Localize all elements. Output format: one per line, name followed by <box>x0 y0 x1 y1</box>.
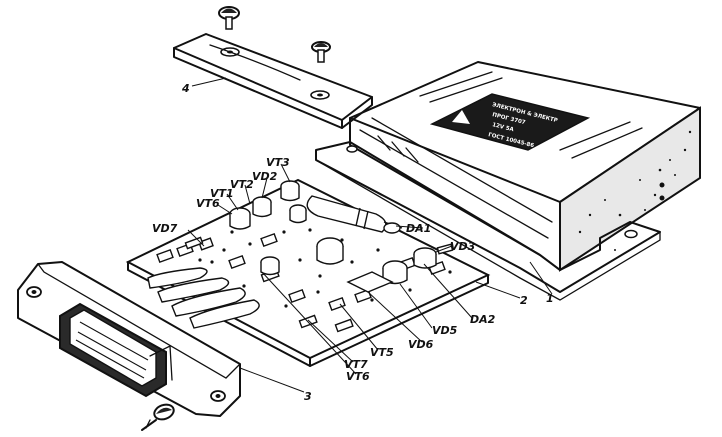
label-vd3: VD3 <box>450 240 476 253</box>
board-components <box>156 180 454 333</box>
label-da1: DA1 <box>406 222 431 235</box>
label-vt6-bottom: VT6 <box>346 370 370 383</box>
label-part-3: 3 <box>304 390 312 403</box>
screw-bottom <box>141 403 175 431</box>
label-vt6-top: VT6 <box>196 197 220 210</box>
board-traces <box>147 267 260 329</box>
solder-points <box>198 228 452 308</box>
screw-top-right <box>311 41 331 63</box>
label-vd7: VD7 <box>152 222 178 235</box>
housing: ЭЛЕКТРОН & ЭЛЕКТР ПРОГ 3707 12V 5A ГОСТ … <box>315 61 701 301</box>
label-part-4: 4 <box>181 82 190 95</box>
cover-plate <box>173 33 373 129</box>
housing-label-line3: 12V 5A <box>492 122 515 133</box>
label-vd2: VD2 <box>252 170 278 183</box>
label-part-2: 2 <box>520 294 528 307</box>
circuit-board <box>125 178 491 367</box>
callout-labels: VT3 VD2 VT2 VT1 VT6 VD7 DA1 VD3 2 1 DA2 … <box>152 82 554 403</box>
label-vt2: VT2 <box>230 178 254 191</box>
label-vt3: VT3 <box>266 156 290 169</box>
label-vt5: VT5 <box>370 346 394 359</box>
label-vd5: VD5 <box>432 324 458 337</box>
connector <box>17 261 241 417</box>
label-part-1: 1 <box>546 292 554 305</box>
label-vd6: VD6 <box>408 338 434 351</box>
label-da2: DA2 <box>470 313 496 326</box>
label-vt7: VT7 <box>344 358 368 371</box>
label-vt1: VT1 <box>210 187 234 200</box>
screw-top-left <box>218 6 240 30</box>
leader-lines <box>187 77 553 393</box>
